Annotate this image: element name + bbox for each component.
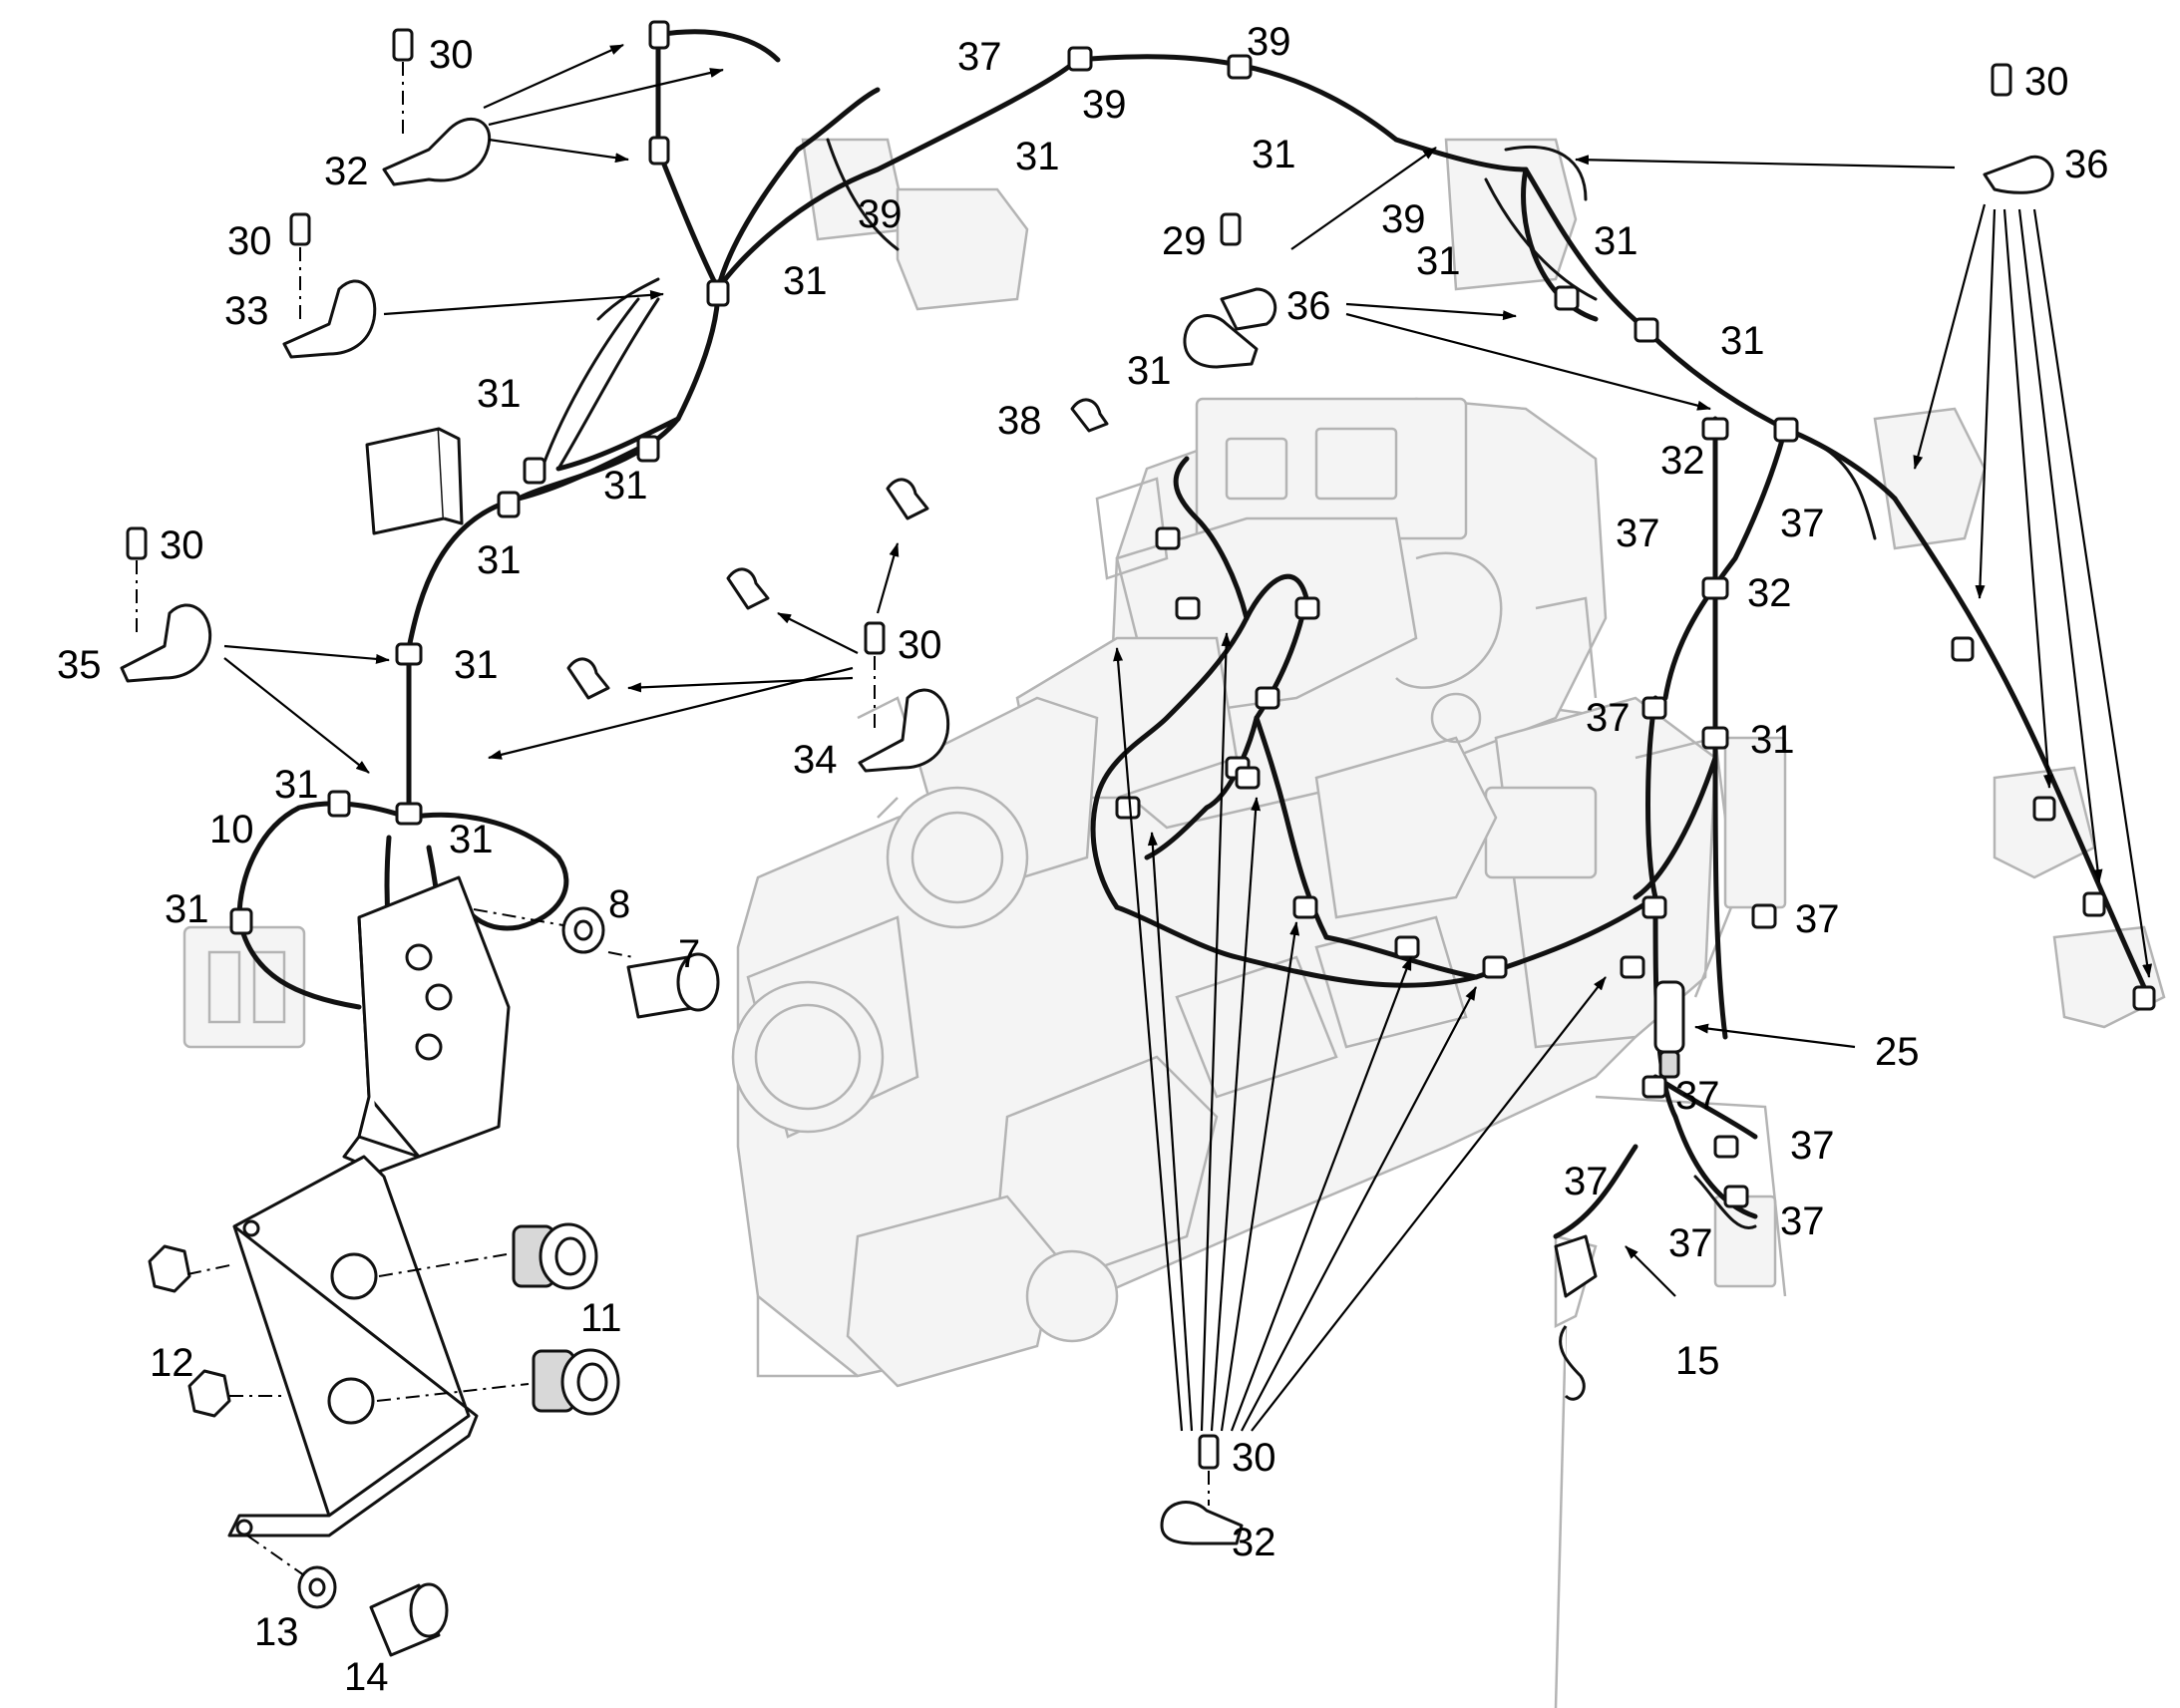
p-clip-29-31 xyxy=(1183,212,1277,369)
label-37: 37 xyxy=(1790,1124,1835,1168)
label-30: 30 xyxy=(160,523,204,567)
label-30: 30 xyxy=(2024,60,2069,104)
label-31: 31 xyxy=(1127,349,1172,393)
washer-13 xyxy=(297,1565,337,1609)
washer-8 xyxy=(561,906,605,954)
label-37: 37 xyxy=(1780,1199,1825,1243)
label-31: 31 xyxy=(165,887,209,931)
label-8: 8 xyxy=(608,882,630,926)
label-34: 34 xyxy=(793,738,838,782)
sensor-15 xyxy=(1554,1234,1598,1401)
label-31: 31 xyxy=(1252,133,1296,176)
label-37: 37 xyxy=(1586,696,1631,740)
label-32: 32 xyxy=(1747,571,1792,615)
label-32: 32 xyxy=(324,150,369,193)
label-13: 13 xyxy=(254,1610,299,1654)
leader-lines xyxy=(186,43,2153,1576)
label-37: 37 xyxy=(1668,1221,1713,1265)
label-10: 10 xyxy=(209,808,254,852)
screw-30-center xyxy=(864,621,886,655)
label-31: 31 xyxy=(1416,239,1461,283)
p-clip-33 xyxy=(282,212,377,359)
mounting-bracket xyxy=(227,1155,479,1537)
label-37: 37 xyxy=(1780,502,1825,545)
p-clip-32-top xyxy=(382,28,492,186)
p-clip-35 xyxy=(120,526,212,683)
label-14: 14 xyxy=(344,1655,389,1699)
p-clip-36 xyxy=(1983,63,2054,194)
label-31: 31 xyxy=(449,818,494,861)
label-31: 31 xyxy=(1015,135,1060,178)
relay-module xyxy=(365,427,464,535)
label-11: 11 xyxy=(580,1296,622,1340)
label-31: 31 xyxy=(1720,319,1765,363)
label-33: 33 xyxy=(224,289,269,333)
label-32: 32 xyxy=(1232,1521,1276,1564)
label-37: 37 xyxy=(1616,512,1660,555)
label-37: 37 xyxy=(1564,1160,1609,1203)
p-clip-32-bottom xyxy=(1160,1434,1244,1545)
item-labels: 30 32 30 33 31 31 31 31 30 35 31 31 10 3… xyxy=(57,20,2109,1699)
label-36: 36 xyxy=(1286,284,1331,328)
label-39: 39 xyxy=(1082,83,1127,127)
control-box xyxy=(342,875,511,1174)
label-32: 32 xyxy=(1660,439,1705,483)
hex-nut-12 xyxy=(148,1244,231,1418)
cable-gland-11b xyxy=(532,1348,620,1416)
label-31: 31 xyxy=(477,372,522,416)
label-39: 39 xyxy=(858,192,903,236)
label-31: 31 xyxy=(454,643,499,687)
label-29: 29 xyxy=(1162,219,1207,263)
label-30: 30 xyxy=(898,623,942,667)
label-39: 39 xyxy=(1247,20,1291,64)
cable-gland-11 xyxy=(512,1222,598,1290)
label-37: 37 xyxy=(1795,897,1840,941)
label-38: 38 xyxy=(997,399,1042,443)
label-31: 31 xyxy=(783,259,828,303)
label-30: 30 xyxy=(1232,1436,1276,1480)
label-31: 31 xyxy=(1750,718,1795,762)
label-31: 31 xyxy=(1594,219,1638,263)
label-31: 31 xyxy=(477,538,522,582)
label-15: 15 xyxy=(1675,1339,1720,1383)
small-clips-center xyxy=(566,398,1109,700)
label-25: 25 xyxy=(1875,1030,1920,1074)
label-31: 31 xyxy=(274,763,319,807)
label-31: 31 xyxy=(603,464,648,508)
screw-14 xyxy=(369,1582,449,1657)
label-7: 7 xyxy=(678,932,700,976)
label-12: 12 xyxy=(150,1341,194,1385)
label-37: 37 xyxy=(1675,1074,1720,1118)
label-37: 37 xyxy=(957,35,1002,79)
connector-25 xyxy=(1653,980,1685,1079)
screw-7 xyxy=(626,952,720,1019)
label-36: 36 xyxy=(2064,143,2109,186)
label-30: 30 xyxy=(227,219,272,263)
label-30: 30 xyxy=(429,33,474,77)
harness-clips xyxy=(229,20,2156,1208)
label-35: 35 xyxy=(57,643,102,687)
transmission-assembly-background xyxy=(182,138,2166,1708)
label-39: 39 xyxy=(1381,197,1426,241)
